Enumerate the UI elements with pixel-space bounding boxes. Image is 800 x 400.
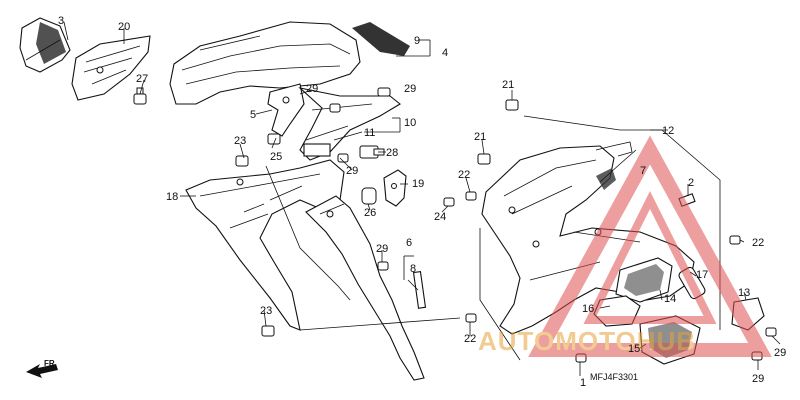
leader-lines (63, 21, 781, 376)
part-number-label: 20 (118, 21, 130, 33)
part-number-label: 5 (250, 109, 256, 121)
part-number-label: 22 (752, 237, 764, 249)
part-number-label: 18 (166, 191, 178, 203)
part-number-label: 17 (696, 269, 708, 281)
part-number-label: 11 (364, 127, 375, 139)
part-9-stripe (352, 22, 410, 56)
part-19-bracket (383, 169, 407, 207)
part-27-bolt (133, 87, 147, 105)
part-number-label: 16 (582, 303, 594, 315)
part-number-label: 27 (136, 73, 148, 85)
part-26-grommet (361, 187, 377, 205)
part-number-label: 15 (628, 343, 640, 355)
watermark-text: AUTOMOTOHUB (478, 326, 696, 356)
part-number-label: 8 (410, 263, 416, 275)
part-number-label: 14 (664, 293, 676, 305)
part-number-label: 25 (270, 151, 282, 163)
part-5-stay (267, 83, 305, 137)
part-number-label: 22 (458, 169, 470, 181)
part-number-label: 28 (386, 147, 398, 159)
part-number-label: 29 (346, 165, 358, 177)
part-number-label: 29 (404, 83, 416, 95)
part-3-side-cover (19, 17, 71, 73)
part-14-mesh-panel (615, 257, 673, 303)
watermark: AUTOMOTOHUB (478, 135, 772, 357)
part-number-label: 29 (774, 347, 786, 359)
part-number-label: 26 (364, 207, 376, 219)
part-number-label: 23 (234, 135, 246, 147)
part-number-label: 21 (474, 131, 486, 143)
part-20-inner-panel (71, 35, 151, 101)
diagram-code: MFJ4F3301 (590, 372, 638, 382)
part-number-label: 23 (260, 305, 272, 317)
part-number-label: 29 (376, 243, 388, 255)
part-number-label: 13 (738, 287, 750, 299)
part-number-label: 1 (580, 377, 586, 389)
part-number-label: 24 (434, 211, 446, 223)
part-4-upper-cowl (169, 21, 361, 105)
bolts (235, 87, 777, 363)
part-number-label: 29 (752, 373, 764, 385)
front-direction-label: FR. (44, 359, 57, 368)
part-10-inner-cowl (298, 87, 401, 161)
part-number-label: 22 (464, 333, 476, 345)
part-6-lower-strip (305, 195, 427, 381)
group-frames (265, 39, 721, 361)
part-number-label: 10 (404, 117, 416, 129)
part-number-label: 12 (662, 125, 674, 137)
part-18-left-middle-cowl (185, 159, 345, 331)
part-number-label: 9 (414, 35, 420, 47)
part-number-label: 6 (406, 237, 412, 249)
part-number-label: 29 (306, 83, 318, 95)
part-number-label: 21 (502, 79, 514, 91)
part-number-label: 7 (640, 165, 646, 177)
front-direction-arrow: FR. (26, 359, 58, 378)
part-number-label: 2 (688, 177, 694, 189)
part-number-label: 19 (412, 178, 424, 190)
part-number-label: 3 (58, 15, 64, 27)
part-7-stripe (596, 149, 637, 190)
part-number-label: 4 (442, 47, 448, 59)
